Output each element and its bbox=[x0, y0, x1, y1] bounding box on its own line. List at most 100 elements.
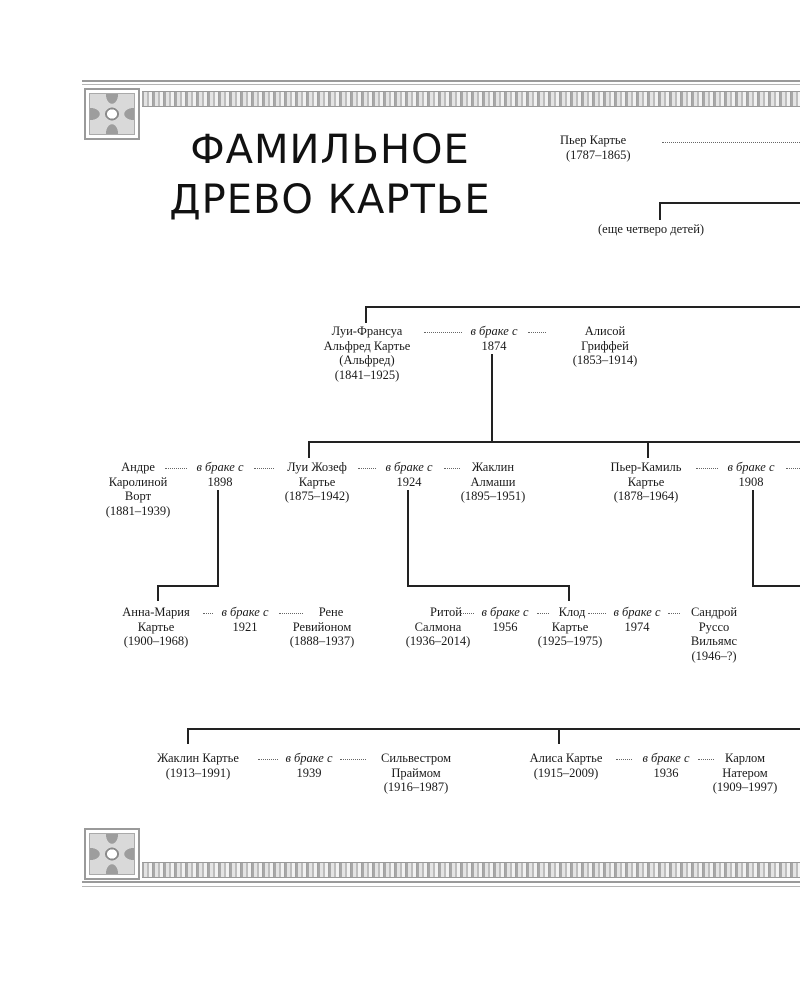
marriage-1921: в браке с 1921 bbox=[213, 605, 277, 634]
tree-connector bbox=[558, 728, 560, 744]
person-name: Луи-Франсуа bbox=[331, 324, 403, 338]
person-name: Ревийоном bbox=[292, 619, 352, 634]
marriage-dots bbox=[165, 468, 187, 469]
person-andree-worth: Андре Каролиной Ворт (1881–1939) bbox=[92, 460, 184, 518]
marriage-dots bbox=[786, 468, 800, 469]
top-frieze bbox=[142, 91, 800, 107]
tree-connector bbox=[659, 202, 800, 204]
person-alfred-cartier: Луи-Франсуа Альфред Картье (Альфред) (18… bbox=[312, 324, 422, 382]
person-years: (1900–1968) bbox=[123, 634, 189, 648]
tree-connector bbox=[752, 490, 754, 586]
person-name: Ворт bbox=[124, 489, 152, 503]
marriage-dots bbox=[588, 613, 606, 614]
marriage-dots bbox=[279, 613, 303, 614]
person-name: Вильямс bbox=[690, 634, 738, 648]
person-alice-cartier: Алиса Картье (1915–2009) bbox=[516, 751, 616, 780]
person-years: (1881–1939) bbox=[105, 503, 171, 518]
person-name: Пьер-Камиль bbox=[610, 460, 682, 474]
bottom-rule-inner bbox=[82, 881, 800, 883]
person-jacqueline-cartier: Жаклин Картье (1913–1991) bbox=[140, 751, 256, 780]
top-corner-ornament-icon bbox=[84, 88, 140, 140]
marriage-dots bbox=[696, 468, 718, 469]
marriage-1936: в браке с 1936 bbox=[634, 751, 698, 780]
tree-connector bbox=[157, 585, 159, 601]
person-pierre-cartier: Пьер Картье (1787–1865) bbox=[560, 133, 631, 162]
marriage-1974: в браке с 1974 bbox=[606, 605, 668, 634]
person-name: Клод bbox=[558, 605, 586, 619]
person-name: Каролиной bbox=[108, 474, 168, 489]
person-years: (1787–1865) bbox=[566, 147, 631, 162]
person-name: Луи Жозеф bbox=[287, 460, 347, 474]
marriage-dots bbox=[537, 613, 549, 614]
title-line-2: ДРЕВО КАРТЬЕ bbox=[169, 177, 491, 223]
bottom-rule-outer bbox=[82, 886, 800, 887]
person-years: (1853–1914) bbox=[572, 353, 638, 367]
marriage-dots bbox=[358, 468, 376, 469]
bottom-corner-ornament-icon bbox=[84, 828, 140, 880]
marriage-label: в браке с bbox=[470, 324, 518, 338]
marriage-label: в браке с bbox=[285, 751, 333, 765]
person-years: (1913–1991) bbox=[165, 765, 231, 780]
person-years: (1888–1937) bbox=[289, 634, 355, 648]
person-years: (1875–1942) bbox=[284, 489, 350, 503]
person-louis-cartier: Луи Жозеф Картье (1875–1942) bbox=[272, 460, 362, 504]
tree-connector bbox=[407, 585, 570, 587]
title-line-1: ФАМИЛЬНОЕ bbox=[190, 127, 470, 173]
person-name: Анна-Мария bbox=[122, 605, 190, 619]
marriage-1924: в браке с 1924 bbox=[377, 460, 441, 489]
person-name: Алмаши bbox=[470, 474, 516, 489]
person-name: Карлом bbox=[725, 751, 765, 765]
person-name: Андре bbox=[121, 460, 155, 474]
marriage-year: 1936 bbox=[653, 765, 679, 780]
marriage-label: в браке с bbox=[481, 605, 529, 619]
person-years: (1895–1951) bbox=[460, 489, 526, 503]
tree-connector bbox=[407, 490, 409, 586]
person-years: (1909–1997) bbox=[712, 780, 778, 794]
marriage-year: 1874 bbox=[481, 338, 507, 353]
person-name: Альфред Картье bbox=[323, 338, 411, 353]
person-rene-revillon: Рене Ревийоном (1888–1937) bbox=[278, 605, 366, 649]
person-claude-cartier: Клод Картье (1925–1975) bbox=[528, 605, 612, 649]
marriage-dots bbox=[340, 759, 366, 760]
marriage-dots bbox=[254, 468, 274, 469]
person-pierre-camille-cartier: Пьер-Камиль Картье (1878–1964) bbox=[596, 460, 696, 504]
person-years: (1841–1925) bbox=[334, 367, 400, 382]
marriage-year: 1921 bbox=[232, 619, 258, 634]
person-carl-nater: Карлом Натером (1909–1997) bbox=[700, 751, 790, 795]
person-name: Праймом bbox=[391, 765, 441, 780]
marriage-label: в браке с bbox=[221, 605, 269, 619]
marriage-dots bbox=[444, 468, 460, 469]
person-rita-salmona: Ритой Салмона (1936–2014) bbox=[396, 605, 480, 649]
person-name: Жаклин Картье bbox=[157, 751, 239, 765]
person-name: Картье bbox=[298, 474, 336, 489]
person-name: Ритой bbox=[430, 605, 462, 619]
marriage-dots bbox=[258, 759, 278, 760]
marriage-year: 1956 bbox=[492, 619, 518, 634]
marriage-label: в браке с bbox=[642, 751, 690, 765]
marriage-dots bbox=[662, 142, 800, 143]
person-years: (1946–?) bbox=[691, 648, 737, 663]
person-name: Картье bbox=[627, 474, 665, 489]
person-years: (1916–1987) bbox=[383, 780, 449, 794]
marriage-1874: в браке с 1874 bbox=[462, 324, 526, 353]
person-years: (1925–1975) bbox=[537, 634, 603, 648]
tree-connector bbox=[187, 728, 800, 730]
marriage-label: в браке с bbox=[385, 460, 433, 474]
marriage-year: 1939 bbox=[296, 765, 322, 780]
marriage-year: 1974 bbox=[624, 619, 650, 634]
person-years: (1915–2009) bbox=[533, 765, 599, 780]
person-name: Картье bbox=[551, 619, 589, 634]
marriage-dots bbox=[698, 759, 714, 760]
marriage-dots bbox=[616, 759, 632, 760]
marriage-dots bbox=[424, 332, 462, 333]
person-name: Сильвестром bbox=[381, 751, 451, 765]
tree-connector bbox=[491, 354, 493, 442]
person-name: Сандрой bbox=[690, 605, 738, 619]
person-years: (1878–1964) bbox=[613, 489, 679, 503]
person-nickname: (Альфред) bbox=[339, 353, 395, 367]
tree-connector bbox=[157, 585, 219, 587]
marriage-label: в браке с bbox=[727, 460, 775, 474]
person-name: Алиса Картье bbox=[529, 751, 603, 765]
tree-connector bbox=[647, 441, 649, 458]
tree-connector bbox=[308, 441, 310, 458]
